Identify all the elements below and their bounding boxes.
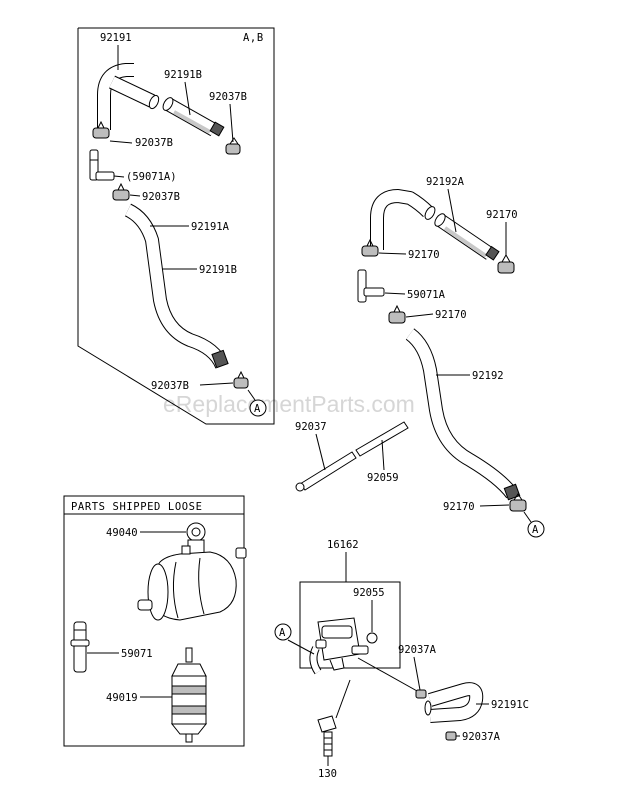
- label-92170-bottom: 92170: [443, 501, 475, 513]
- connector-a-right: [527, 520, 545, 538]
- label-92037a-lower: 92037A: [462, 731, 501, 743]
- label-92059: 92059: [367, 472, 399, 484]
- clamp-92170-bottom: [509, 493, 527, 512]
- label-92192a: 92192A: [426, 176, 465, 188]
- label-49019: 49019: [106, 692, 138, 704]
- label-92037b-left-upper: 92037B: [135, 137, 173, 149]
- label-59071a-left: (59071A): [126, 171, 177, 183]
- clamp-92037a-lower: [445, 731, 457, 741]
- tube-92059-part: [355, 421, 409, 457]
- clamp-92170-right: [497, 253, 515, 274]
- label-92170-right: 92170: [486, 209, 518, 221]
- regulator-frame: [299, 581, 401, 669]
- label-130: 130: [318, 768, 337, 780]
- joint-59071a-right: [357, 269, 385, 303]
- loose-parts-frame: [63, 495, 245, 747]
- loose-parts-header: PARTS SHIPPED LOOSE: [71, 501, 203, 513]
- label-59071-loose: 59071: [121, 648, 153, 660]
- label-92191: 92191: [100, 32, 132, 44]
- clamp-92037a-upper: [415, 689, 427, 699]
- clamp-92170-left-lower: [388, 304, 406, 324]
- right-group: A 92192A 92170 92170 59071A 92170 92192 …: [357, 176, 545, 538]
- rod-92037-part: [299, 451, 357, 491]
- label-92037a-upper: 92037A: [398, 644, 437, 656]
- label-92191b: 92191B: [164, 69, 202, 81]
- label-92037b-right: 92037B: [209, 91, 247, 103]
- label-92191a: 92191A: [191, 221, 230, 233]
- label-92037b-left-lower: 92037B: [142, 191, 180, 203]
- bolt-130-part: [317, 715, 337, 757]
- connector-a-left-label: A: [254, 403, 261, 415]
- regulator-16162-part: [309, 617, 369, 675]
- connector-a-bottom-label: A: [279, 627, 286, 639]
- label-92037-rod: 92037: [295, 421, 327, 433]
- label-16162: 16162: [327, 539, 359, 551]
- regulator-group: 16162 92055 A: [274, 539, 529, 780]
- label-92170-left-upper: 92170: [408, 249, 440, 261]
- label-59071a-right: 59071A: [407, 289, 446, 301]
- rod-group: 92037 92059: [295, 421, 409, 492]
- clamp-92037b-bottom: [233, 370, 249, 389]
- clamp-92170-left-upper: [361, 238, 379, 257]
- group-ab: A,B: [77, 27, 275, 425]
- fuel-pump-49040: [137, 522, 247, 621]
- fuel-filter-49019: [170, 647, 208, 743]
- clamp-92037b-right: [225, 137, 241, 155]
- clamp-92037b-left-lower: [112, 182, 130, 201]
- label-49040: 49040: [106, 527, 138, 539]
- label-92055: 92055: [353, 587, 385, 599]
- label-92191b-lower: 92191B: [199, 264, 237, 276]
- label-92170-left-lower: 92170: [435, 309, 467, 321]
- label-92191c: 92191C: [491, 699, 529, 711]
- joint-59071-loose: [70, 621, 90, 673]
- group-ab-header: A,B: [243, 32, 264, 44]
- connector-a-left: [249, 399, 267, 417]
- label-92037b-bottom: 92037B: [151, 380, 189, 392]
- watermark: eReplacementParts.com: [163, 391, 415, 417]
- loose-parts-box: PARTS SHIPPED LOOSE: [63, 495, 247, 747]
- oring-92055-part: [366, 632, 378, 644]
- connector-a-right-label: A: [532, 524, 539, 536]
- connector-a-bottom: [274, 623, 292, 641]
- group-ab-frame: [77, 27, 275, 425]
- label-92192: 92192: [472, 370, 504, 382]
- joint-59071a: [89, 149, 115, 181]
- clamp-92037b-left-upper: [92, 120, 110, 139]
